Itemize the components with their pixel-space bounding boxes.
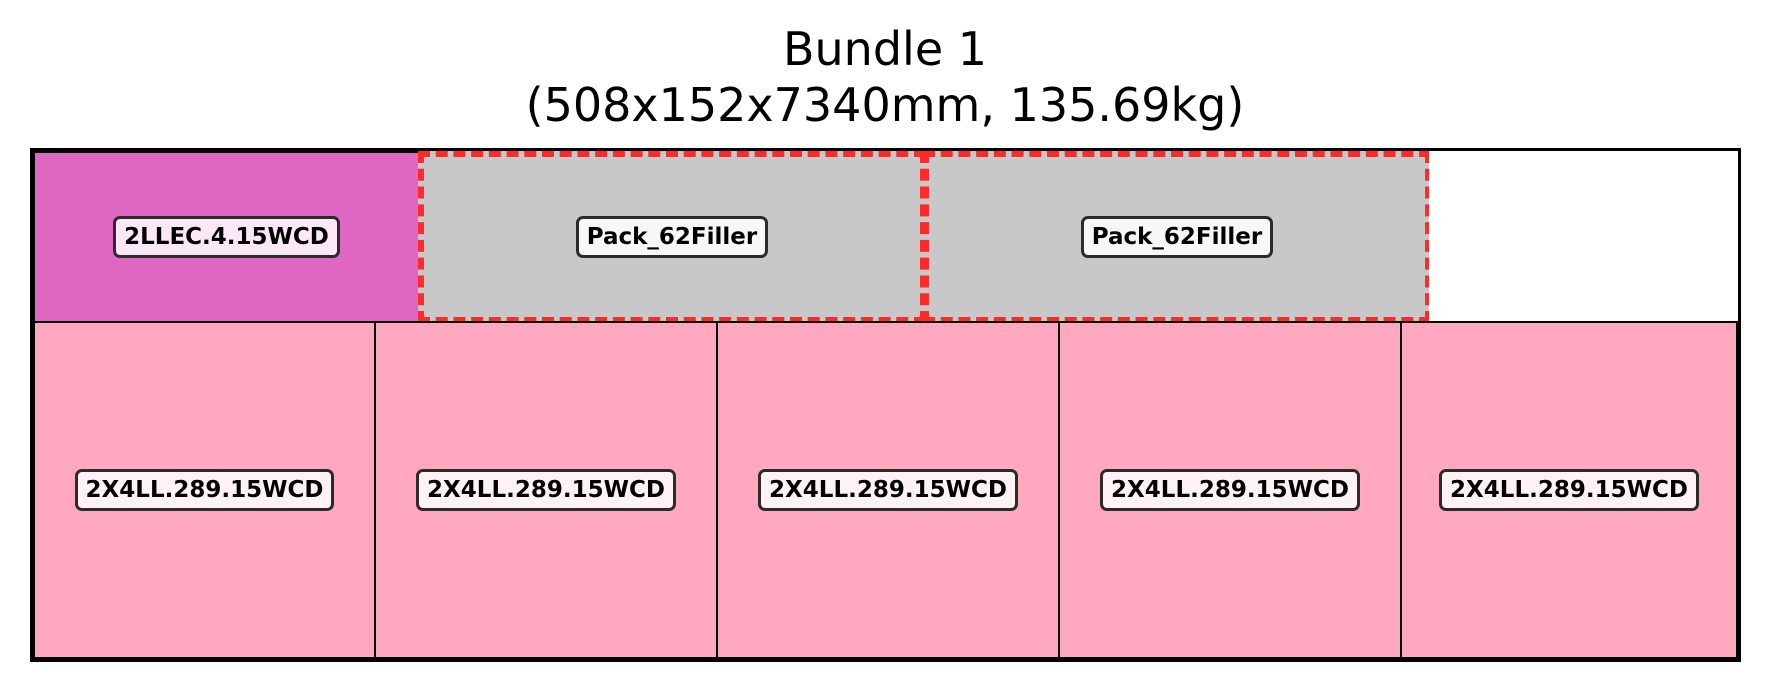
piece-ll: 2X4LL.289.15WCD (1058, 321, 1402, 659)
piece-label: 2LLEC.4.15WCD (113, 216, 340, 258)
bundle-dimensions: (508x152x7340mm, 135.69kg) (525, 78, 1245, 132)
piece-ll: 2X4LL.289.15WCD (716, 321, 1060, 659)
piece-label: Pack_62Filler (1080, 216, 1274, 258)
piece-label: 2X4LL.289.15WCD (416, 469, 676, 511)
bundle-title: Bundle 1 (782, 22, 988, 76)
bundle-cross-section: 2LLEC.4.15WCD Pack_62Filler Pack_62Fille… (30, 148, 1741, 662)
piece-label: Pack_62Filler (575, 216, 769, 258)
piece-lec: 2LLEC.4.15WCD (33, 151, 420, 323)
piece-label: 2X4LL.289.15WCD (1100, 469, 1360, 511)
piece-label: 2X4LL.289.15WCD (1439, 469, 1699, 511)
empty-space (1429, 151, 1738, 323)
piece-label: 2X4LL.289.15WCD (758, 469, 1018, 511)
piece-ll: 2X4LL.289.15WCD (374, 321, 718, 659)
piece-filler: Pack_62Filler (418, 151, 926, 323)
piece-filler: Pack_62Filler (923, 151, 1431, 323)
piece-label: 2X4LL.289.15WCD (74, 469, 335, 511)
piece-ll: 2X4LL.289.15WCD (1400, 321, 1738, 659)
piece-ll: 2X4LL.289.15WCD (33, 321, 376, 659)
